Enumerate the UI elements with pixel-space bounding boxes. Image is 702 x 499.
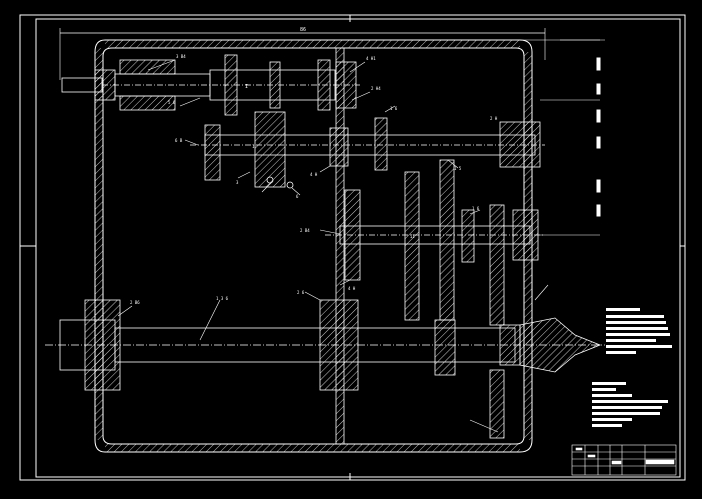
label-c3: 4 H (310, 172, 318, 177)
label-c1: 3 (236, 180, 239, 185)
second-shaft: 1 (190, 111, 545, 189)
callouts (117, 59, 549, 433)
label-a1: 3 B4 (176, 54, 186, 59)
label-f1: 2 B4 (300, 228, 310, 233)
third-shaft: II (325, 159, 545, 326)
svg-text:1: 1 (252, 144, 255, 149)
technical-notes (592, 308, 672, 427)
label-c2: 6 (296, 194, 299, 199)
label-h1: 2 B6 (130, 300, 140, 305)
inner-border (35, 18, 681, 478)
label-main-shaft: 1 3 6 (216, 296, 229, 301)
dimension-text-top: 86 (300, 27, 306, 33)
label-d1: 2 H (490, 116, 498, 121)
main-spindle (45, 299, 605, 439)
outer-border (19, 14, 686, 481)
input-shaft: I (61, 54, 360, 116)
label-a3: 4 H1 (366, 56, 376, 61)
label-b3: 6 B (175, 138, 183, 143)
label-g1: 4 H (348, 286, 356, 291)
label-i1: 2 6 (297, 290, 305, 295)
callout-labels: 3 B4 5 6 4 H1 2 H4 1 6 6 B 3 6 4 H 2 H 1… (130, 54, 498, 305)
label-b2: 1 6 (390, 106, 398, 111)
title-block (571, 444, 677, 476)
label-b1: 2 H4 (371, 86, 381, 91)
shaft-mark-1: I (245, 84, 248, 90)
label-a2: 5 6 (168, 100, 176, 105)
label-e1: 1 6 (472, 206, 480, 211)
svg-text:II: II (410, 234, 415, 239)
right-dimension-ticks (540, 39, 601, 236)
label-d2: 1 5 (454, 166, 462, 171)
